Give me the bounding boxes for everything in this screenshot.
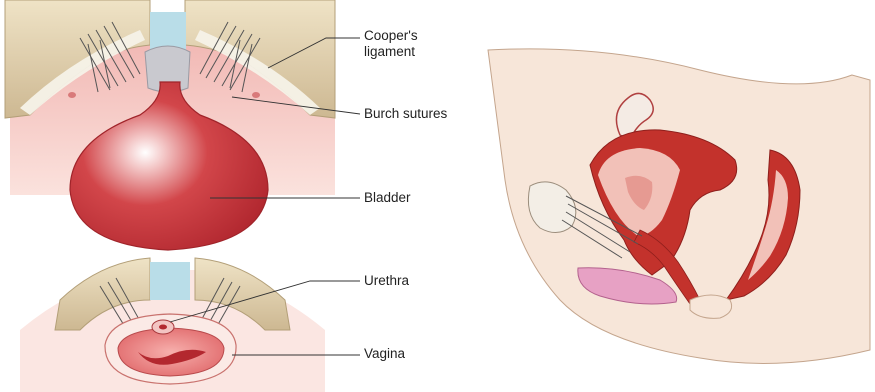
vagina bbox=[118, 328, 224, 376]
bladder-label: Bladder bbox=[364, 190, 411, 206]
cooper-ligament-label: Cooper's ligament bbox=[364, 28, 418, 60]
lower-pubic-symphysis bbox=[150, 262, 190, 300]
burch-sutures-label: Burch sutures bbox=[364, 106, 447, 122]
cooper-ligament-label-line1: Cooper's bbox=[364, 28, 418, 44]
right-vessel bbox=[252, 92, 260, 98]
top-panel bbox=[5, 0, 360, 250]
cooper-ligament-label-line2: ligament bbox=[364, 44, 418, 60]
urethra-label: Urethra bbox=[364, 273, 409, 289]
vagina-label: Vagina bbox=[364, 346, 405, 362]
urethra-lumen bbox=[159, 325, 167, 330]
perineum bbox=[690, 295, 732, 318]
sagittal-view bbox=[488, 49, 870, 364]
bottom-panel bbox=[20, 258, 360, 392]
left-vessel bbox=[68, 92, 76, 98]
